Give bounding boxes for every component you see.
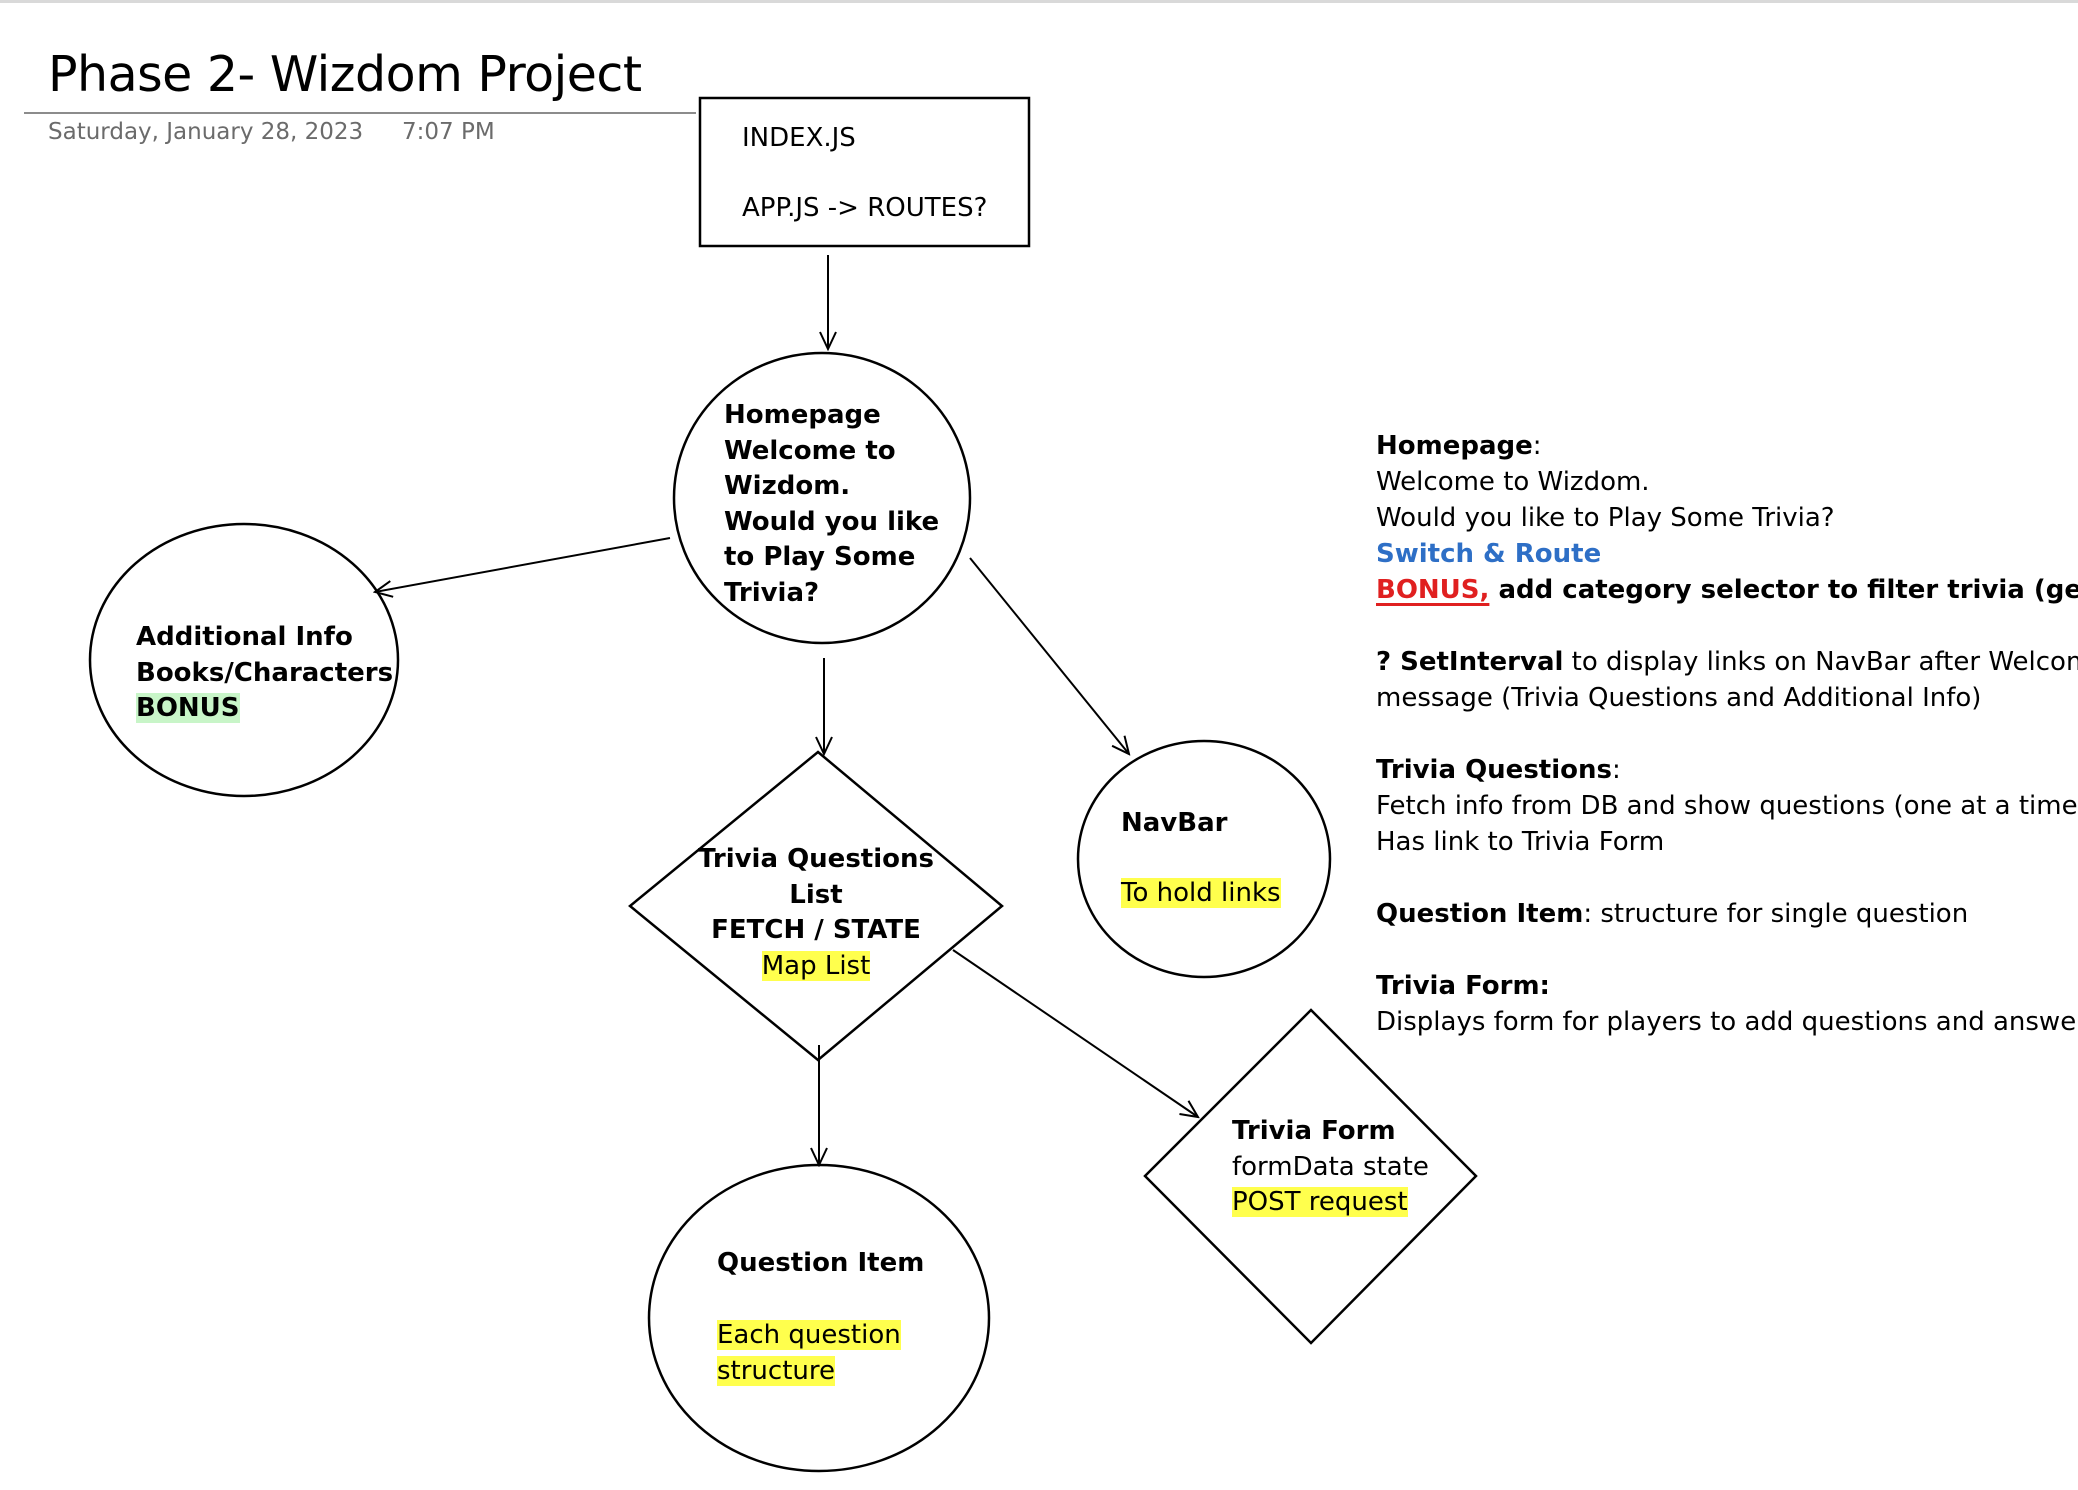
notes-trivia-form-heading: Trivia Form: xyxy=(1376,971,1550,1001)
page-date: Saturday, January 28, 2023 xyxy=(48,119,364,145)
additional-info-subtitle: Books/Characters xyxy=(136,657,394,688)
post-request-highlight: POST request xyxy=(1232,1187,1408,1217)
notes-homepage-line: Welcome to Wizdom. xyxy=(1376,467,1650,497)
notes-colon: : xyxy=(1532,431,1542,461)
question-item-title: Question Item xyxy=(717,1248,925,1278)
notes-question-item-text: : structure for single question xyxy=(1583,899,1969,929)
bonus-badge: BONUS xyxy=(136,693,240,723)
notes-bonus-text: add category selector to filter trivia (… xyxy=(1498,575,2078,605)
question-item-highlight-line: structure xyxy=(717,1355,835,1386)
app-routes-label: APP.JS -> ROUTES? xyxy=(742,193,988,223)
homepage-circle[interactable] xyxy=(672,351,972,645)
notes-panel: Homepage: Welcome to Wizdom. Would you l… xyxy=(1376,428,2078,1040)
additional-info-title: Additional Info xyxy=(136,622,353,652)
homepage-line: Trivia? xyxy=(724,577,820,608)
notes-bonus-label: BONUS, xyxy=(1376,575,1490,605)
notes-setinterval-text: to display links on NavBar after Welcome xyxy=(1563,647,2078,677)
page-title: Phase 2- Wizdom Project xyxy=(48,46,642,103)
notes-question-item-heading: Question Item xyxy=(1376,899,1584,929)
homepage-line: Would you like xyxy=(724,506,940,537)
navbar-circle[interactable] xyxy=(1076,739,1332,979)
trivia-form-state: formData state xyxy=(1232,1151,1429,1182)
notes-setinterval-line: message (Trivia Questions and Additional… xyxy=(1376,683,1982,713)
top-border xyxy=(0,0,2078,3)
navbar-highlight: To hold links xyxy=(1121,878,1281,908)
arrow-trivia-list-to-trivia-form xyxy=(952,949,1198,1117)
index-label: INDEX.JS xyxy=(742,123,856,153)
map-list-highlight: Map List xyxy=(761,950,871,981)
notes-switch-route: Switch & Route xyxy=(1376,539,1602,569)
homepage-text: Homepage Welcome to Wizdom. Would you li… xyxy=(724,398,939,611)
homepage-line: Wizdom. xyxy=(724,471,851,501)
trivia-list-subtitle: List xyxy=(789,879,843,910)
navbar-title: NavBar xyxy=(1121,808,1228,838)
notes-homepage-heading: Homepage xyxy=(1376,431,1533,461)
trivia-list-text: Trivia Questions List FETCH / STATE Map … xyxy=(630,842,1002,984)
notes-trivia-form-line: Displays form for players to add questio… xyxy=(1376,1007,2078,1037)
trivia-form-diamond[interactable] xyxy=(1143,1008,1478,1345)
trivia-form-text: Trivia Form formData state POST request xyxy=(1232,1114,1429,1221)
additional-info-circle[interactable] xyxy=(88,522,400,798)
title-divider xyxy=(24,112,696,114)
additional-info-text: Additional Info Books/Characters BONUS xyxy=(136,620,393,727)
index-box[interactable] xyxy=(698,96,1031,248)
homepage-line: to Play Some xyxy=(724,542,916,572)
arrow-homepage-to-additional-info xyxy=(375,537,671,592)
trivia-list-fetch: FETCH / STATE xyxy=(711,915,921,945)
notes-homepage-line: Would you like to Play Some Trivia? xyxy=(1376,503,1835,533)
question-item-highlight-line: Each question xyxy=(717,1320,901,1350)
homepage-line: Homepage xyxy=(724,400,881,430)
trivia-form-title: Trivia Form xyxy=(1232,1116,1396,1146)
homepage-line: Welcome to xyxy=(724,435,896,466)
notes-trivia-questions-line: Has link to Trivia Form xyxy=(1376,827,1665,857)
notes-trivia-questions-heading: Trivia Questions xyxy=(1376,755,1612,785)
notes-colon: : xyxy=(1611,755,1621,785)
notes-setinterval-heading: ? SetInterval xyxy=(1376,647,1564,677)
question-item-highlight: Each question structure xyxy=(717,1318,901,1389)
trivia-list-title: Trivia Questions xyxy=(698,844,934,874)
page-time: 7:07 PM xyxy=(402,119,495,145)
notes-trivia-questions-line: Fetch info from DB and show questions (o… xyxy=(1376,791,2078,821)
arrow-homepage-to-navbar xyxy=(969,557,1129,754)
